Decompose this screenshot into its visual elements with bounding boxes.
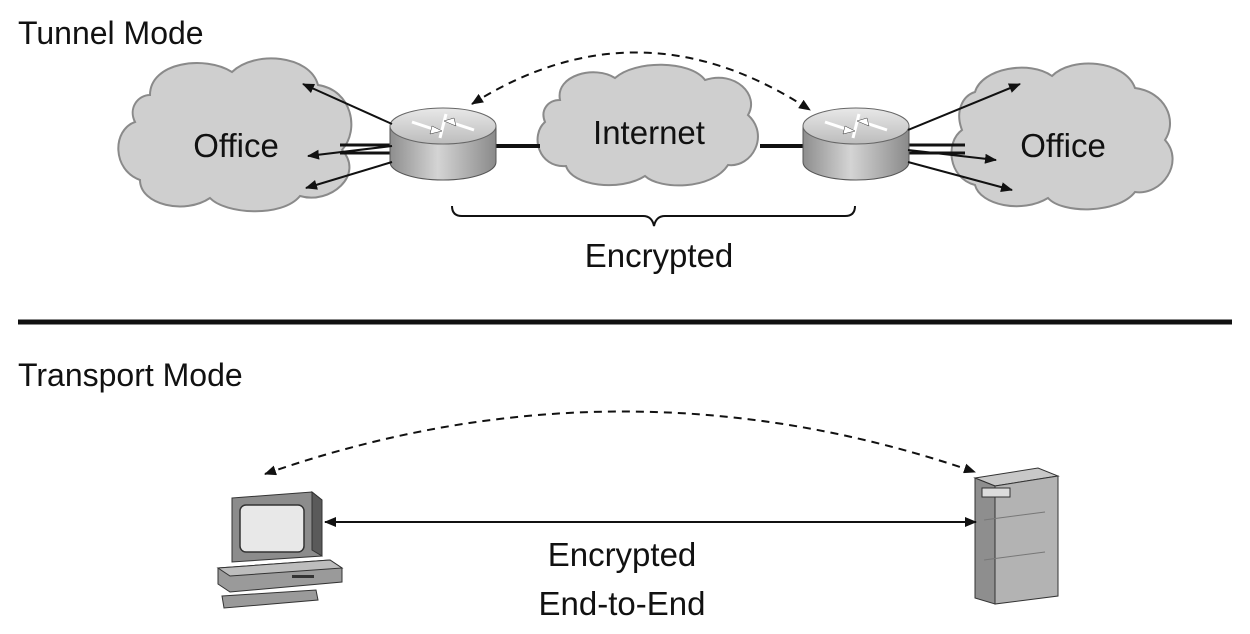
transport-dashed-arc xyxy=(264,410,976,476)
pc-icon xyxy=(216,490,344,609)
encrypted-brace xyxy=(451,205,856,227)
office-left-cloud xyxy=(117,57,353,213)
right-office-arrows xyxy=(907,83,1021,192)
left-office-arrows xyxy=(302,83,393,190)
transport-mode-title: Transport Mode xyxy=(18,357,243,393)
tunnel-encrypted-label: Encrypted xyxy=(585,237,734,274)
server-icon xyxy=(973,467,1060,605)
router-right-icon xyxy=(802,107,910,181)
router-left-icon xyxy=(389,107,497,181)
office-right-label: Office xyxy=(1020,127,1106,164)
internet-label: Internet xyxy=(593,114,705,151)
tunnel-mode-title: Tunnel Mode xyxy=(18,15,204,51)
transport-end-to-end-label: End-to-End xyxy=(539,585,706,622)
office-left-label: Office xyxy=(193,127,279,164)
office-right-cloud xyxy=(950,62,1174,211)
transport-encrypted-label: Encrypted xyxy=(548,536,697,573)
